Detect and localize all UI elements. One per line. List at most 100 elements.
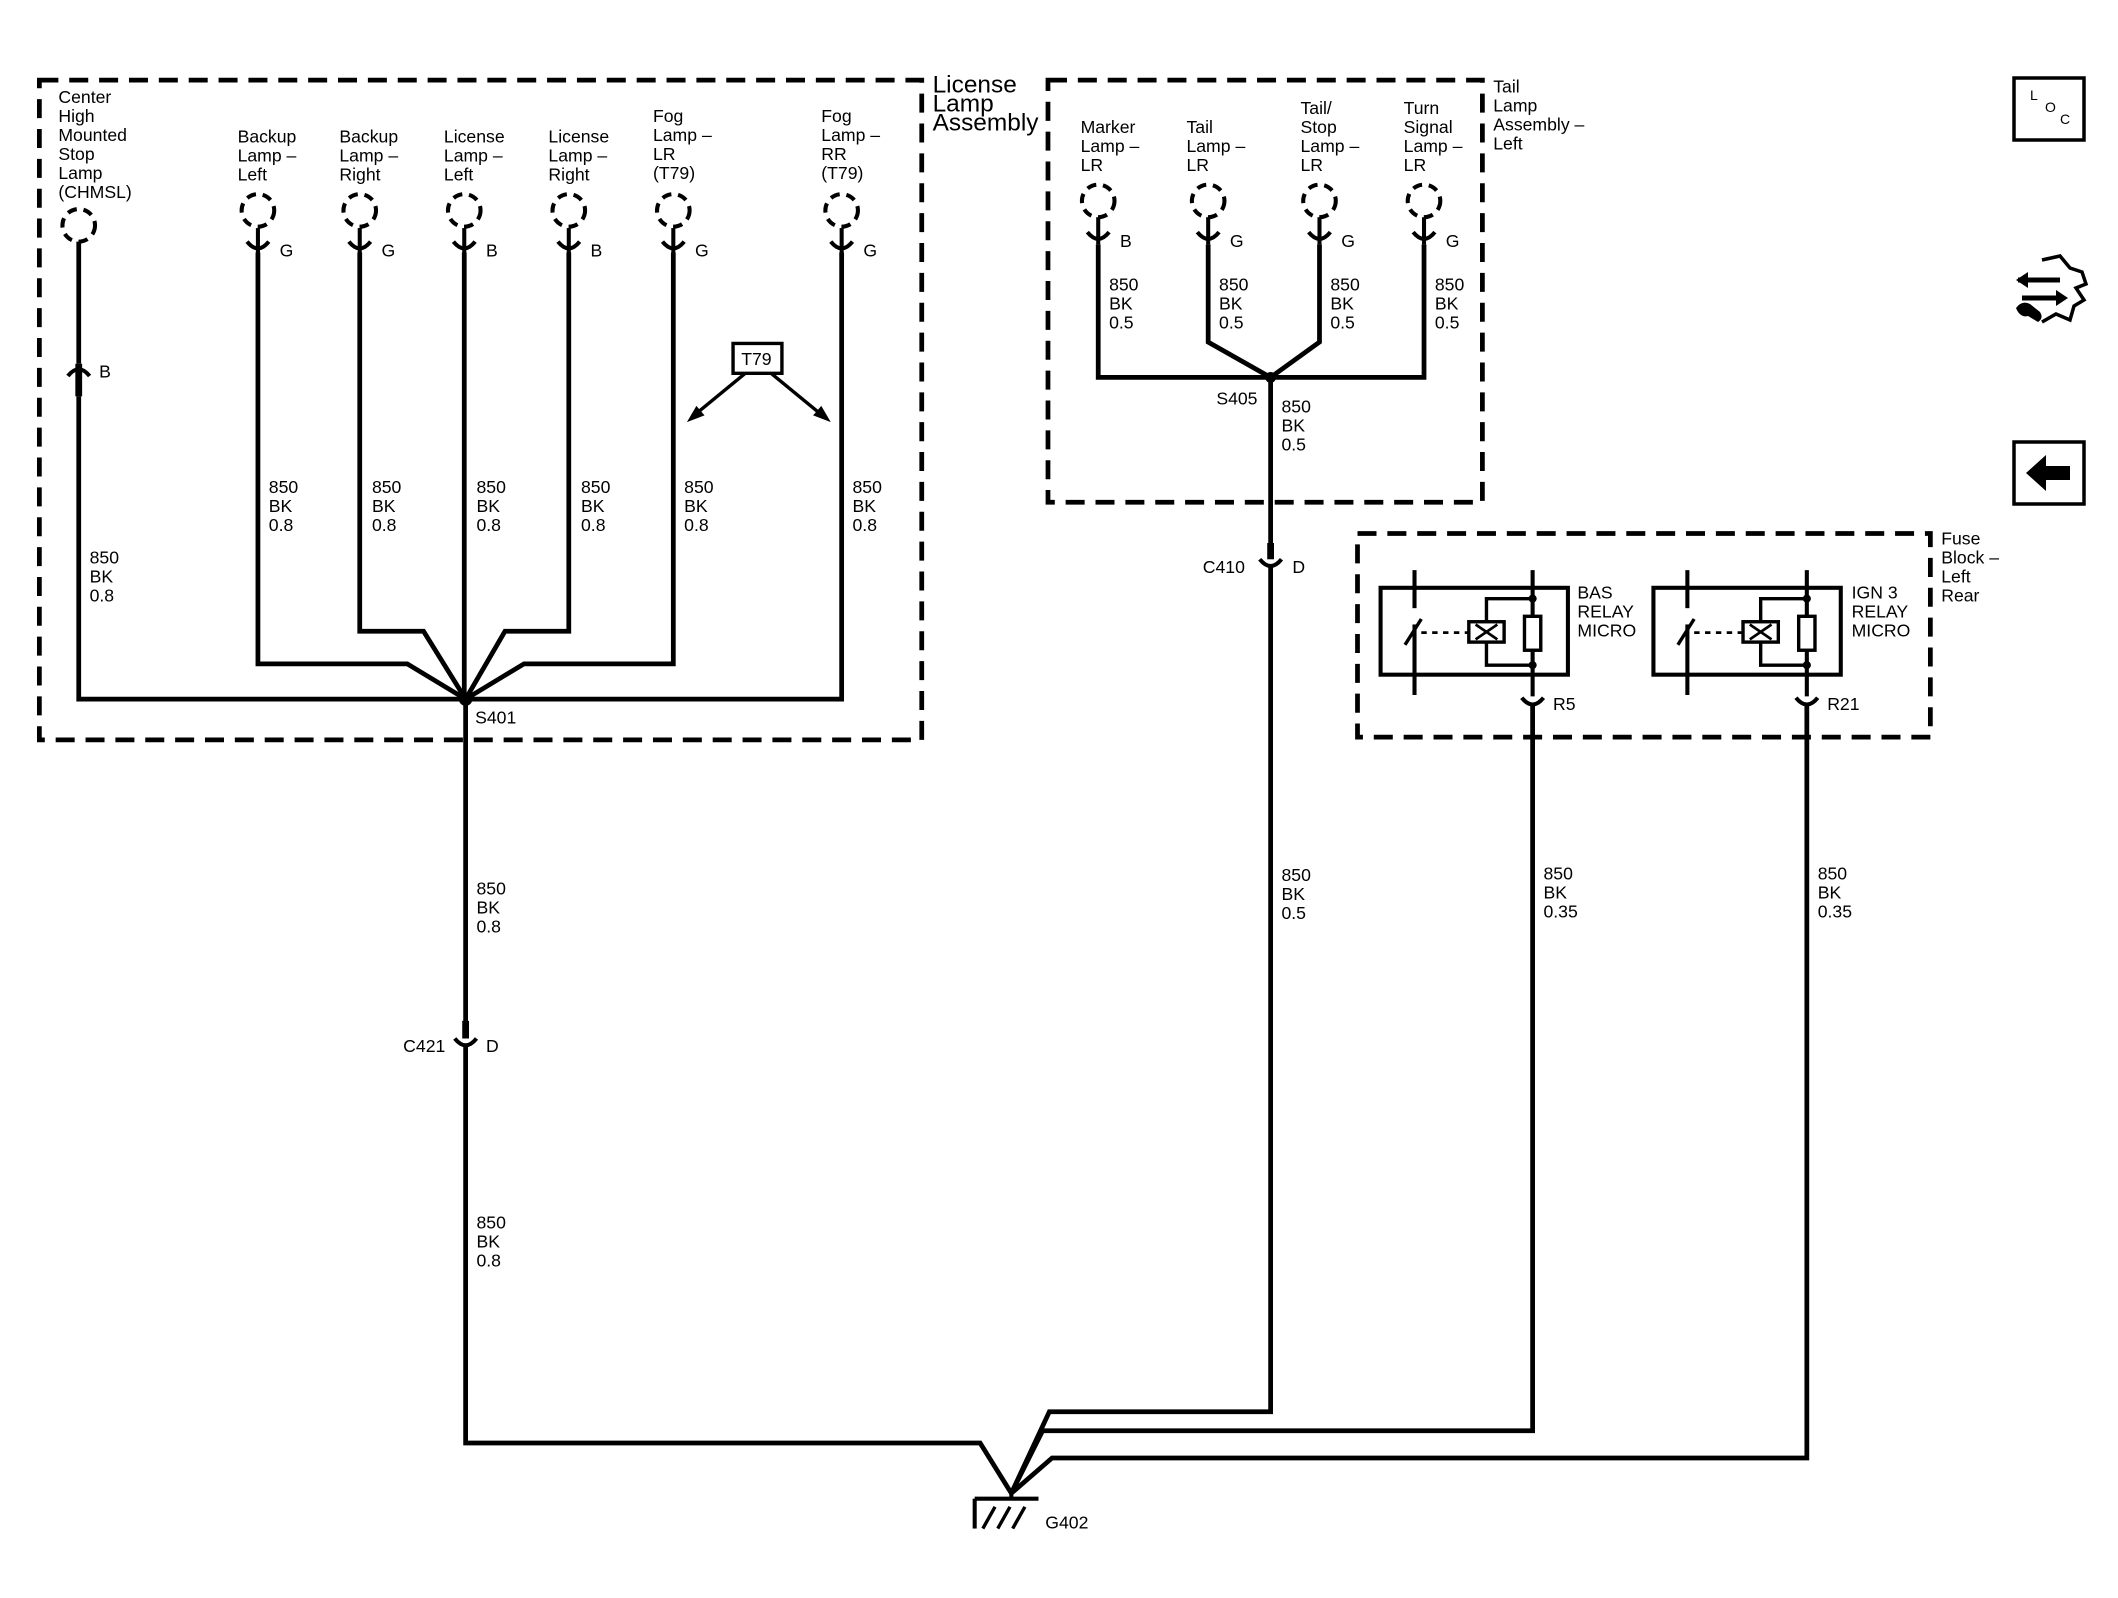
marker-lamp-lr-bulb: [1079, 182, 1117, 220]
wire-c421-to-g402: [463, 1045, 1014, 1495]
license-lamp-assembly-outline: [36, 77, 925, 743]
svg-text:B: B: [1120, 231, 1132, 251]
license-lamp-assembly-label: License Lamp Assembly: [933, 71, 1040, 136]
splice-s401-label: S401: [475, 708, 516, 728]
svg-text:G: G: [381, 241, 395, 261]
license-lamp-symbols: [60, 192, 860, 244]
svg-text:D: D: [1292, 557, 1305, 577]
turn-signal-lamp-lr-bulb: [1405, 182, 1443, 220]
svg-text:G402: G402: [1045, 1513, 1088, 1533]
location-view-icon: L O C: [2012, 76, 2086, 142]
svg-text:G: G: [863, 241, 877, 261]
fog-lamp-lr-bulb: [654, 192, 692, 229]
wire-r5-to-g402: [1009, 704, 1535, 1495]
fog-lamp-rr-bulb: [823, 192, 860, 229]
tail-lamp-assembly-label: Tail Lamp Assembly – Left: [1493, 76, 1589, 153]
t79-option-indicator: T79: [686, 341, 831, 423]
connector-c410: C410 D: [1203, 543, 1305, 577]
ground-g402: G402: [972, 1493, 1088, 1533]
fuse-block-outline: [1355, 531, 1933, 740]
connector-c421: C421 D: [403, 1020, 499, 1056]
svg-text:R5: R5: [1553, 694, 1576, 714]
license-lamp-pin-letters: G G B B G G B: [99, 241, 877, 382]
svg-text:C: C: [2060, 111, 2070, 127]
tail-lamp-symbols: [1079, 182, 1443, 220]
backup-lamp-left-bulb: [239, 192, 277, 229]
tail-lamp-lr-bulb: [1189, 182, 1227, 220]
svg-text:G: G: [1341, 231, 1355, 251]
chmsl-lamp-bulb: [60, 207, 98, 244]
wire-c410-to-g402: [1009, 566, 1273, 1495]
svg-text:G: G: [1446, 231, 1460, 251]
tail-lamp-wires: [1095, 244, 1427, 380]
svg-text:C410: C410: [1203, 557, 1245, 577]
svg-text:D: D: [486, 1036, 499, 1056]
tail-stop-lamp-lr-bulb: [1301, 182, 1338, 220]
back-button[interactable]: [2012, 440, 2086, 506]
svg-text:G: G: [1230, 231, 1244, 251]
license-lamp-left-bulb: [445, 192, 483, 229]
fuse-block-label: Fuse Block – Left Rear: [1941, 528, 2004, 605]
svg-text:B: B: [486, 241, 498, 261]
svg-text:O: O: [2045, 99, 2056, 115]
license-lamp-right-bulb: [550, 192, 588, 229]
wire-r21-to-g402: [1009, 704, 1810, 1496]
svg-text:G: G: [695, 241, 709, 261]
tail-lamp-pins: [1085, 217, 1437, 245]
svg-text:B: B: [591, 241, 603, 261]
svg-text:T79: T79: [741, 349, 771, 369]
back-arrow-icon: [2012, 440, 2086, 506]
svg-text:C421: C421: [403, 1036, 445, 1056]
license-lamp-wires: [76, 241, 845, 702]
tail-lamp-pin-letters: B G G G: [1120, 231, 1460, 251]
license-lamp-pins: [66, 228, 855, 397]
svg-text:R21: R21: [1827, 694, 1859, 714]
component-swap-icon: [2016, 254, 2089, 324]
backup-lamp-right-bulb: [341, 192, 379, 229]
location-view-button[interactable]: L O C: [2012, 76, 2086, 142]
svg-text:L: L: [2030, 87, 2038, 103]
svg-text:B: B: [99, 361, 111, 381]
tail-lamp-assembly-outline: [1045, 77, 1485, 505]
component-swap-button[interactable]: [2012, 250, 2092, 334]
splice-s405-label: S405: [1216, 389, 1257, 409]
svg-text:G: G: [280, 241, 294, 261]
